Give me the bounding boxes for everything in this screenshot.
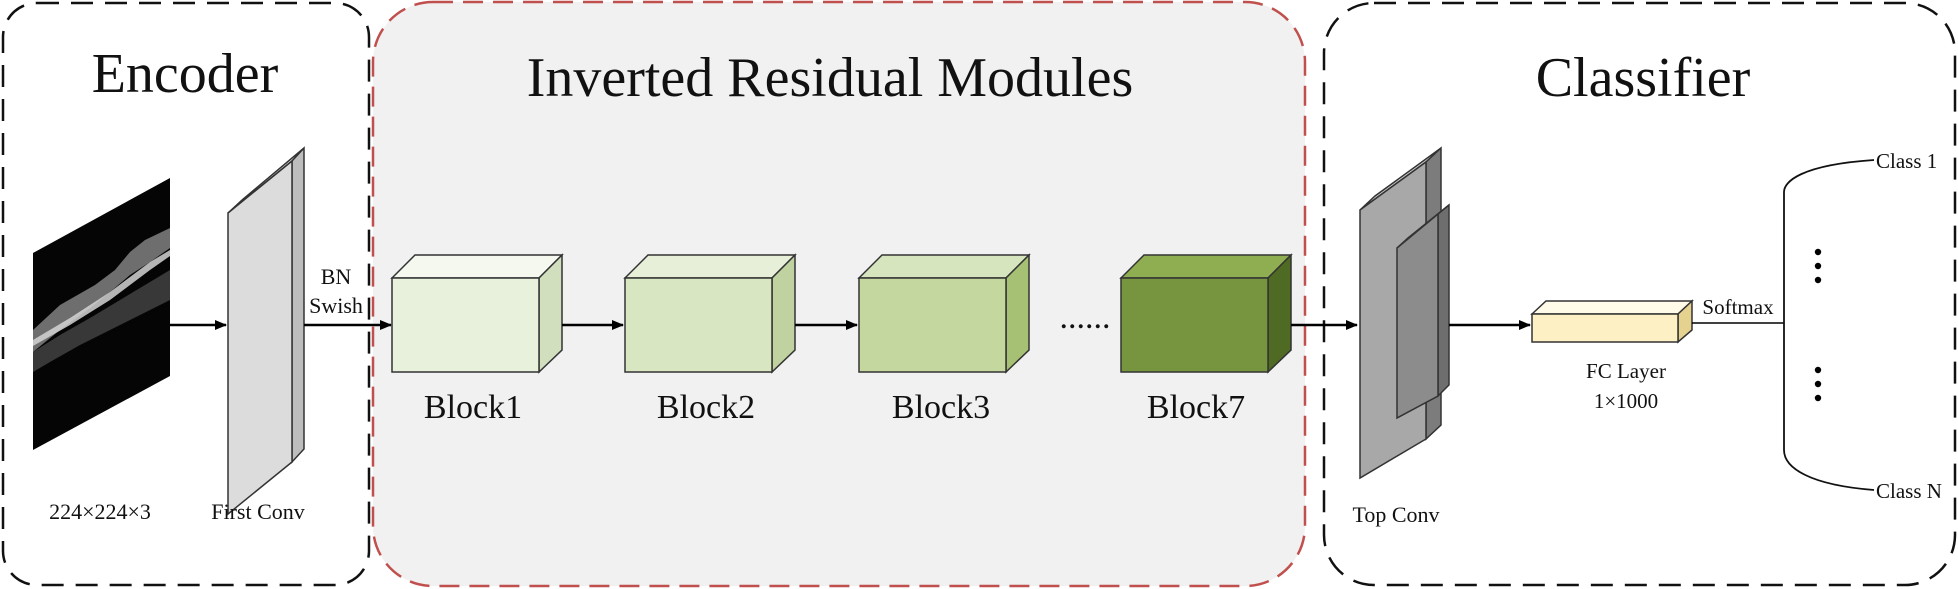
modules-title: Inverted Residual Modules (527, 47, 1134, 109)
block-3 (857, 253, 1031, 374)
fc-layer-size: 1×1000 (1594, 389, 1658, 413)
swish-label: Swish (309, 293, 363, 318)
bn-label: BN (321, 264, 352, 289)
block-2 (623, 253, 797, 374)
block-1 (390, 253, 564, 374)
vertical-ellipsis-lower (1814, 366, 1822, 402)
fc-layer (1530, 299, 1694, 344)
first-conv-label: First Conv (211, 499, 305, 524)
softmax-label: Softmax (1702, 295, 1774, 319)
class-last-label: Class N (1876, 479, 1942, 503)
block-7-label: Block7 (1147, 389, 1245, 426)
input-oct-image (33, 178, 170, 450)
class-first-label: Class 1 (1876, 149, 1937, 173)
block-1-label: Block1 (424, 389, 522, 426)
classifier-title: Classifier (1536, 47, 1751, 109)
vertical-ellipsis-upper (1814, 248, 1822, 284)
block-3-label: Block3 (892, 389, 990, 426)
encoder-title: Encoder (92, 43, 279, 105)
top-conv-layer (1359, 146, 1450, 480)
ellipsis-dots: ...... (1060, 299, 1111, 336)
encoder-section-frame (1, 1, 371, 587)
first-conv-layer (227, 146, 305, 516)
output-class-bracket (1783, 159, 1875, 491)
classifier-section-frame (1322, 1, 1957, 587)
top-conv-label: Top Conv (1352, 502, 1439, 527)
input-size-label: 224×224×3 (49, 499, 151, 524)
modules-section-frame (371, 0, 1307, 588)
block-2-label: Block2 (657, 389, 755, 426)
block-7 (1119, 253, 1293, 374)
fc-layer-label: FC Layer (1586, 359, 1666, 383)
